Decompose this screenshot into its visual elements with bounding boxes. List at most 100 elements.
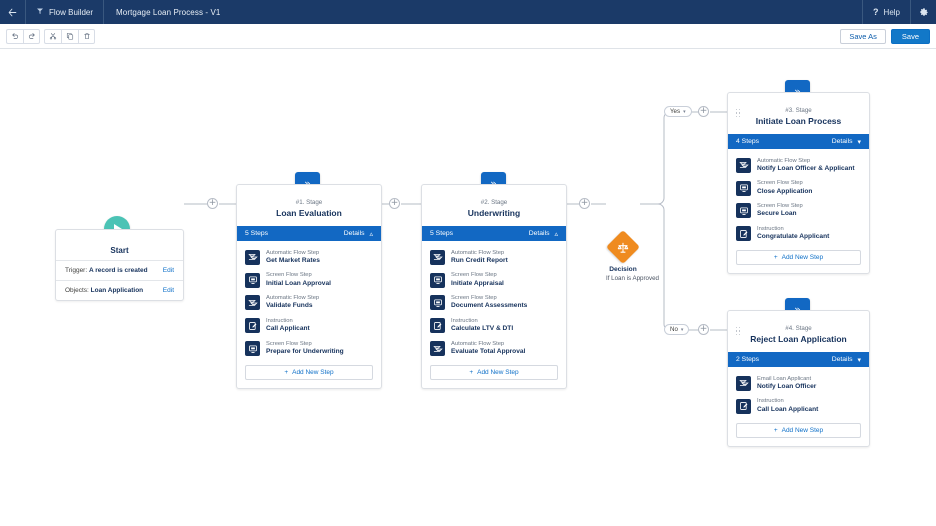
- step-name: Congratulate Applicant: [757, 233, 830, 241]
- step-text: Automatic Flow Step Notify Loan Officer …: [757, 158, 855, 174]
- add-new-step-button[interactable]: + Add New Step: [245, 364, 373, 380]
- add-new-step-label: Add New Step: [477, 368, 519, 376]
- stage-details-label: Details: [343, 230, 365, 237]
- stage-card-reject-loan-application[interactable]: #4. Stage Reject Loan Application 2 Step…: [727, 310, 870, 447]
- add-new-step-button[interactable]: + Add New Step: [430, 364, 558, 380]
- step-row[interactable]: Screen Flow Step Initiate Appraisal: [430, 269, 558, 292]
- chevron-up-icon[interactable]: ▵: [554, 229, 558, 238]
- step-text: Instruction Calculate LTV & DTI: [451, 318, 513, 334]
- add-new-step-button[interactable]: + Add New Step: [736, 250, 861, 266]
- step-text: Instruction Call Loan Applicant: [757, 398, 818, 414]
- step-name: Run Credit Report: [451, 256, 508, 264]
- stage-header: #1. Stage Loan Evaluation: [237, 185, 381, 226]
- decision-scales-icon: [617, 241, 630, 254]
- step-row[interactable]: Screen Flow Step Close Application: [736, 177, 861, 200]
- stage-steps-count: 5 Steps: [245, 230, 269, 237]
- settings-button[interactable]: [910, 0, 936, 24]
- add-new-step-button[interactable]: + Add New Step: [736, 422, 861, 438]
- branch-yes-label: Yes: [670, 108, 681, 115]
- delete-button[interactable]: [78, 28, 95, 44]
- stage-details-bar[interactable]: 5 Steps Details ▵: [237, 226, 381, 241]
- add-element-button[interactable]: +: [207, 198, 218, 209]
- step-row[interactable]: Screen Flow Step Secure Loan: [736, 200, 861, 223]
- step-name: Calculate LTV & DTI: [451, 325, 514, 333]
- chevron-up-icon[interactable]: ▵: [369, 229, 373, 238]
- gear-icon: [919, 8, 928, 16]
- step-row[interactable]: Automatic Flow Step Notify Loan Officer …: [736, 154, 861, 177]
- screen-icon: [430, 272, 445, 288]
- copy-icon: [66, 32, 74, 40]
- step-type: Automatic Flow Step: [451, 249, 505, 256]
- decision-subtitle: If Loan is Approved: [606, 275, 659, 282]
- step-row[interactable]: Instruction Call Loan Applicant: [736, 395, 861, 418]
- step-type: Email Loan Applicant: [757, 375, 812, 382]
- drag-handle-icon[interactable]: [736, 327, 741, 336]
- help-label: Help: [883, 7, 900, 17]
- stage-steps-count: 2 Steps: [736, 356, 760, 363]
- step-text: Email Loan Applicant Notify Loan Officer: [757, 376, 816, 392]
- decision-title: Decision: [609, 266, 637, 273]
- step-text: Screen Flow Step Secure Loan: [757, 203, 803, 219]
- stage-details-label: Details: [831, 356, 853, 363]
- step-type: Automatic Flow Step: [266, 249, 320, 256]
- cut-icon: [49, 33, 57, 40]
- add-element-button[interactable]: +: [698, 106, 709, 117]
- step-text: Instruction Call Applicant: [266, 318, 310, 334]
- chevron-down-icon[interactable]: ▾: [857, 137, 861, 146]
- step-row[interactable]: Screen Flow Step Initial Loan Approval: [245, 269, 373, 292]
- stage-details-bar[interactable]: 5 Steps Details ▵: [422, 226, 566, 241]
- step-type: Automatic Flow Step: [757, 157, 811, 164]
- stage-card-initiate-loan-process[interactable]: #3. Stage Initiate Loan Process 4 Steps …: [727, 92, 870, 275]
- step-row[interactable]: Instruction Congratulate Applicant: [736, 222, 861, 245]
- stage-details-bar[interactable]: 4 Steps Details ▾: [728, 134, 869, 149]
- start-trigger-edit-link[interactable]: Edit: [162, 267, 174, 274]
- branch-label-no[interactable]: No ▾: [664, 324, 690, 335]
- step-row[interactable]: Automatic Flow Step Validate Funds: [245, 292, 373, 315]
- step-text: Screen Flow Step Initial Loan Approval: [266, 272, 331, 288]
- plus-icon: +: [773, 426, 778, 434]
- app-name-button[interactable]: Flow Builder: [26, 0, 105, 24]
- flow-canvas[interactable]: Start Trigger: A record is created Edit …: [0, 49, 936, 526]
- step-row[interactable]: Instruction Calculate LTV & DTI: [430, 314, 558, 337]
- step-row[interactable]: Instruction Call Applicant: [245, 314, 373, 337]
- undo-button[interactable]: [6, 28, 23, 44]
- step-row[interactable]: Screen Flow Step Prepare for Underwritin…: [245, 337, 373, 360]
- redo-button[interactable]: [23, 28, 40, 44]
- flow-icon: [430, 341, 445, 357]
- branch-label-yes[interactable]: Yes ▾: [664, 106, 692, 117]
- add-element-button[interactable]: +: [389, 198, 400, 209]
- back-button[interactable]: [0, 0, 26, 24]
- decision-node[interactable]: Decision If Loan is Approved: [606, 230, 659, 282]
- save-button[interactable]: Save: [890, 28, 930, 44]
- stage-card-loan-evaluation[interactable]: #1. Stage Loan Evaluation 5 Steps Detail…: [236, 184, 382, 389]
- start-objects-text: Objects: Loan Application: [65, 287, 144, 294]
- add-new-step-label: Add New Step: [292, 368, 334, 376]
- step-row[interactable]: Automatic Flow Step Run Credit Report: [430, 246, 558, 269]
- step-text: Screen Flow Step Close Application: [757, 180, 812, 196]
- step-row[interactable]: Email Loan Applicant Notify Loan Officer: [736, 372, 861, 395]
- stage-card-underwriting[interactable]: #2. Stage Underwriting 5 Steps Details ▵…: [421, 184, 567, 389]
- plus-icon: +: [469, 368, 474, 376]
- cut-button[interactable]: [44, 28, 61, 44]
- add-element-button[interactable]: +: [698, 324, 709, 335]
- branch-no-label: No: [670, 326, 678, 333]
- step-row[interactable]: Automatic Flow Step Evaluate Total Appro…: [430, 337, 558, 360]
- chevron-down-icon[interactable]: ▾: [683, 108, 686, 115]
- help-button[interactable]: ? Help: [862, 0, 910, 24]
- chevron-down-icon[interactable]: ▾: [680, 326, 684, 333]
- start-objects-edit-link[interactable]: Edit: [162, 287, 174, 294]
- step-row[interactable]: Screen Flow Step Document Assessments: [430, 292, 558, 315]
- start-node[interactable]: Start Trigger: A record is created Edit …: [55, 229, 184, 301]
- stage-name: Loan Evaluation: [276, 208, 342, 218]
- drag-handle-icon[interactable]: [736, 109, 741, 118]
- step-name: Secure Loan: [757, 210, 797, 218]
- step-row[interactable]: Automatic Flow Step Get Market Rates: [245, 246, 373, 269]
- step-type: Instruction: [266, 317, 293, 324]
- stage-header: #2. Stage Underwriting: [422, 185, 566, 226]
- decision-diamond[interactable]: [606, 230, 640, 264]
- add-element-button[interactable]: +: [579, 198, 590, 209]
- copy-button[interactable]: [61, 28, 78, 44]
- chevron-down-icon[interactable]: ▾: [857, 355, 861, 364]
- save-as-button[interactable]: Save As: [840, 28, 886, 44]
- stage-details-bar[interactable]: 2 Steps Details ▾: [728, 352, 869, 367]
